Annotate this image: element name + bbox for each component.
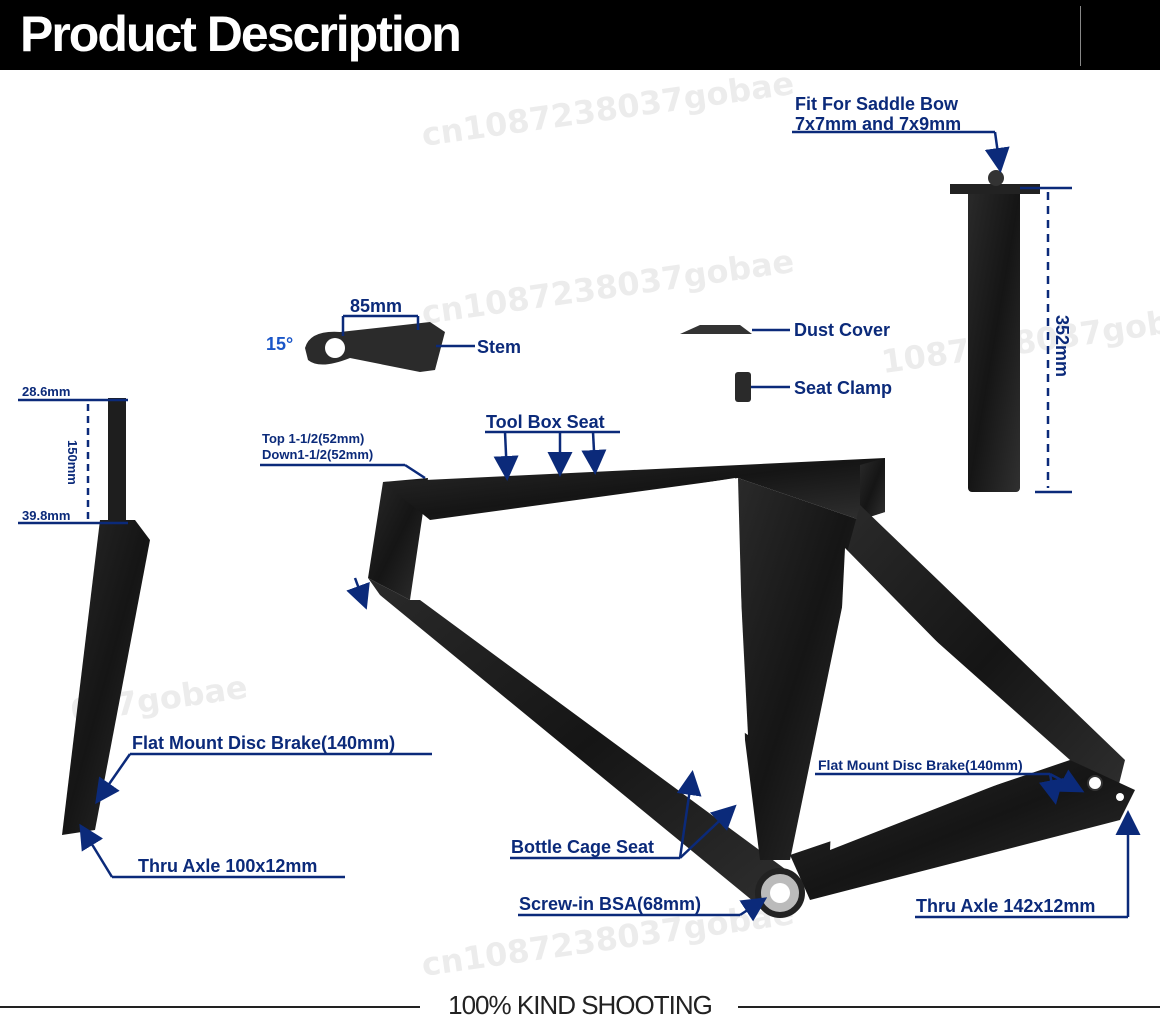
dust-cover-label: Dust Cover xyxy=(794,320,891,340)
seatpost-length-label: 352mm xyxy=(1052,315,1072,378)
header-divider xyxy=(1080,6,1081,66)
footer-divider-right xyxy=(738,1006,1160,1008)
fork-axle-label: Thru Axle 100x12mm xyxy=(138,856,318,876)
stem-label: Stem xyxy=(477,337,522,357)
bike-frame xyxy=(368,458,1135,915)
rear-brake-label: Flat Mount Disc Brake(140mm) xyxy=(818,757,1023,773)
stem-part xyxy=(305,322,445,372)
header-bar: Product Description xyxy=(0,0,1160,70)
steerer-bottom-label: 39.8mm xyxy=(22,508,71,523)
fork-brake-label: Flat Mount Disc Brake(140mm) xyxy=(132,733,396,753)
saddle-bow-label: Fit For Saddle Bow xyxy=(795,94,959,114)
rear-axle-label: Thru Axle 142x12mm xyxy=(916,896,1096,916)
bb-label: Screw-in BSA(68mm) xyxy=(519,894,702,914)
saddle-bow-size-label: 7x7mm and 7x9mm xyxy=(795,114,962,134)
seatpost xyxy=(950,170,1040,492)
steerer-length-label: 150mm xyxy=(65,440,80,485)
footer-caption: 100% KIND SHOOTING xyxy=(448,990,713,1018)
bottle-cage-label: Bottle Cage Seat xyxy=(511,837,655,857)
seat-clamp-part xyxy=(735,372,751,402)
stem-length-label: 85mm xyxy=(350,296,403,316)
tool-box-seat-label: Tool Box Seat xyxy=(486,412,605,432)
headtube-top-label: Top 1-1/2(52mm) xyxy=(262,431,365,446)
headtube-down-label: Down1-1/2(52mm) xyxy=(262,447,374,462)
steerer-top-label: 28.6mm xyxy=(22,384,71,399)
stem-angle-label: 15° xyxy=(266,334,294,354)
dust-cover-part xyxy=(680,325,752,334)
fork xyxy=(62,398,150,835)
page-title: Product Description xyxy=(20,6,462,62)
footer-divider-left xyxy=(0,1006,420,1008)
seat-clamp-label: Seat Clamp xyxy=(794,378,893,398)
